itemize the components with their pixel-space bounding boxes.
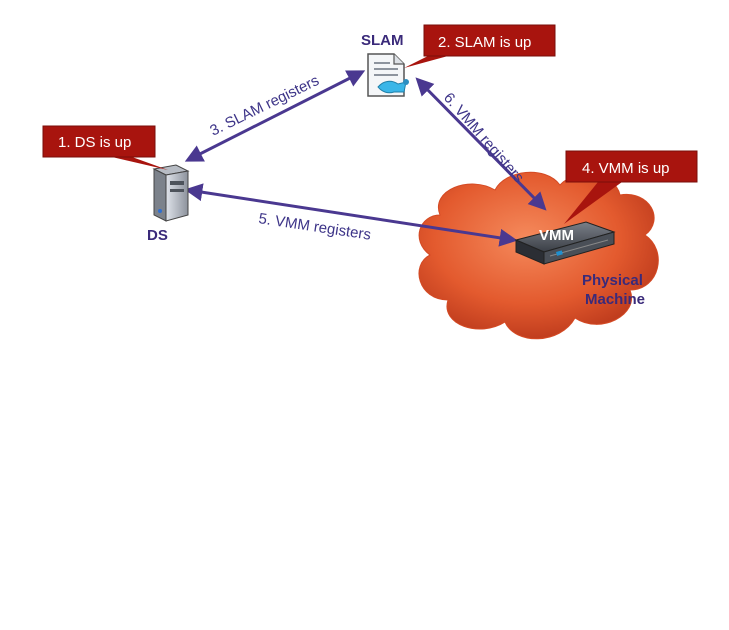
edge-label-vmm-registers-slam: 6. VMM registers: [440, 89, 527, 186]
arrow-slam-vmm: [415, 77, 547, 211]
arrow-ds-vmm: [184, 183, 518, 247]
edge-label-slam-registers: 3. SLAM registers: [207, 72, 322, 140]
callout-slam-up-text: 2. SLAM is up: [438, 34, 531, 51]
callout-slam-up: 2. SLAM is up: [404, 24, 556, 68]
physical-machine-line1: Physical: [582, 272, 643, 289]
tower-server-icon: [152, 164, 190, 222]
rack-server-icon: [514, 221, 616, 265]
callout-ds-up-text: 1. DS is up: [58, 134, 131, 151]
physical-machine-line2: Machine: [585, 291, 645, 308]
callout-vmm-up-text: 4. VMM is up: [582, 160, 670, 177]
node-label-vmm: VMM: [539, 227, 574, 244]
node-label-ds: DS: [147, 227, 168, 244]
arrow-slam-ds: [184, 70, 366, 162]
document-handshake-icon: [367, 53, 409, 97]
callout-ds-up: 1. DS is up: [42, 125, 168, 170]
node-label-slam: SLAM: [361, 32, 404, 49]
callout-vmm-up: 4. VMM is up: [564, 150, 698, 224]
node-label-physical-machine: Physical Machine: [582, 272, 647, 308]
